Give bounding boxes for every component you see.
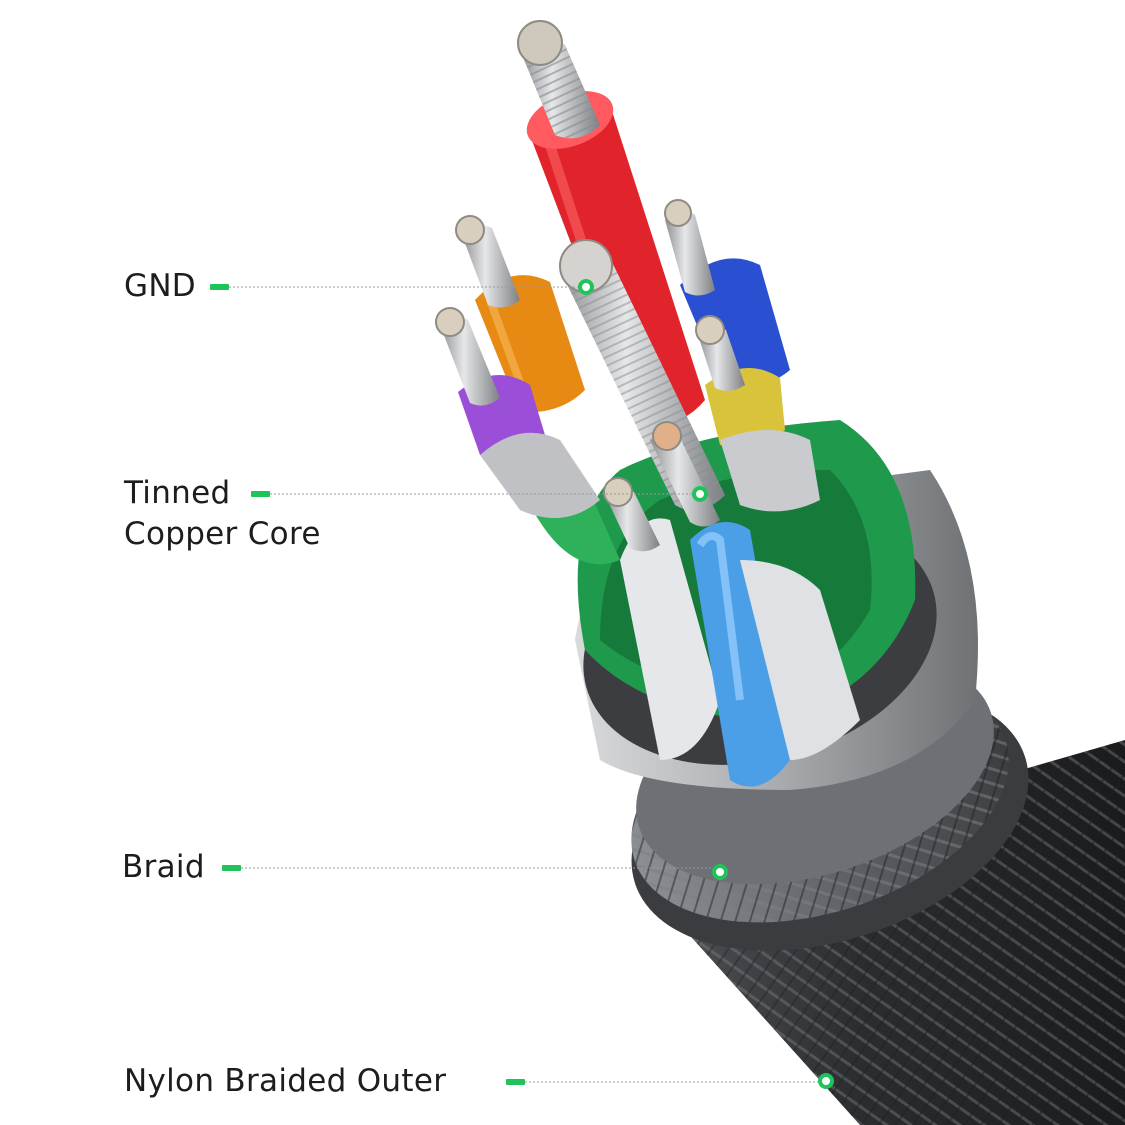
blue-wire [664,199,790,386]
gnd-dot [578,279,594,295]
core-marker [251,491,270,497]
foil-wrapped-pair [480,430,820,518]
nylon-dot [818,1073,834,1089]
yellow-wire [695,315,785,446]
label-tinned-copper-core: Tinned Copper Core [124,473,321,555]
label-nylon-braided-outer: Nylon Braided Outer [124,1061,446,1102]
inner-conductors [603,421,720,552]
label-markers [210,284,525,1085]
label-gnd: GND [124,266,196,307]
endpoint-dots [578,279,834,1089]
inner-wires [620,518,860,787]
nylon-marker [506,1079,525,1085]
braid-dot [712,864,728,880]
gnd-marker [210,284,229,290]
label-braid: Braid [122,847,205,888]
braid-marker [222,865,241,871]
leader-lines [229,286,826,1083]
label-braid-line-1: Braid [122,849,205,885]
label-tinned-copper-core-line-2: Copper Core [124,516,321,552]
label-gnd-line-1: GND [124,268,196,304]
label-nylon-braided-outer-line-1: Nylon Braided Outer [124,1063,447,1099]
core-dot [692,486,708,502]
label-tinned-copper-core-line-1: Tinned [124,475,231,511]
